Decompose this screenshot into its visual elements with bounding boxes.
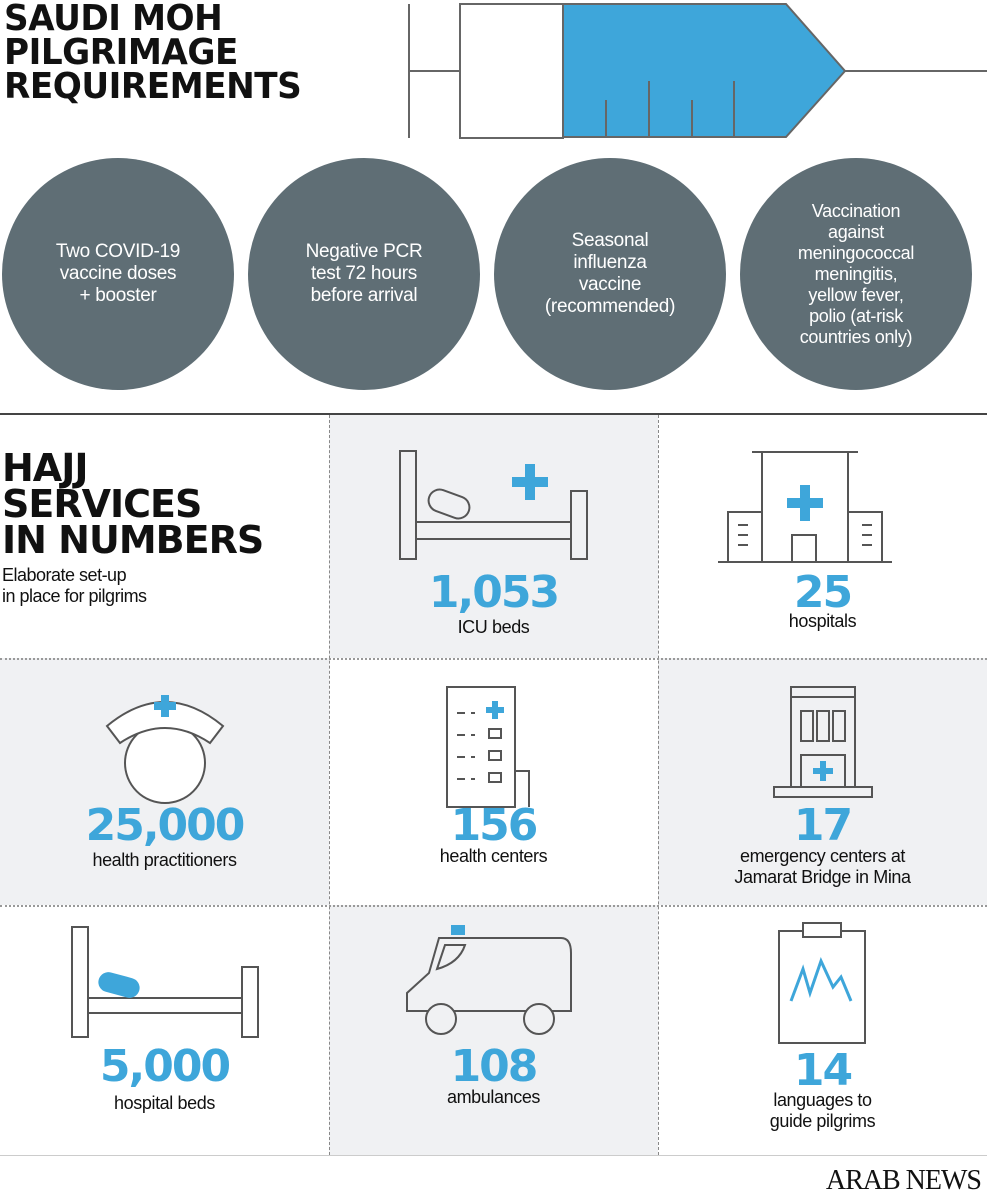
requirement-pcr-test: Negative PCR test 72 hours before arriva… — [248, 158, 480, 390]
requirement-influenza: Seasonal influenza vaccine (recommended) — [494, 158, 726, 390]
nurse-icon — [105, 695, 225, 804]
footer-divider — [0, 1155, 987, 1156]
stat-value: 5,000 — [99, 1041, 231, 1092]
stat-hospitals: 25 hospitals — [658, 415, 987, 658]
stat-value: 1,053 — [428, 567, 560, 618]
stat-emergency-centers: 17 emergency centers at Jamarat Bridge i… — [658, 658, 987, 905]
emergency-center-icon — [773, 686, 873, 798]
stat-value: 14 — [793, 1045, 853, 1096]
stat-health-practitioners: 25,000 health practitioners — [0, 658, 329, 905]
section-title-line: SERVICES — [2, 482, 202, 526]
stat-icu-beds: 1,053 ICU beds — [329, 415, 658, 658]
hospital-bed-icon — [71, 926, 259, 1038]
stat-label: hospitals — [788, 611, 857, 631]
icu-bed-icon — [399, 450, 588, 560]
section-title-line: IN NUMBERS — [2, 518, 264, 562]
stat-value: 108 — [450, 1041, 539, 1092]
stat-ambulances: 108 ambulances — [329, 905, 658, 1155]
title-line: PILGRIMAGE — [4, 32, 238, 73]
stat-label: ambulances — [446, 1087, 541, 1107]
stat-label: hospital beds — [114, 1093, 215, 1113]
stat-value: 25 — [793, 567, 853, 618]
section-title: HAJJ SERVICES IN NUMBERS — [2, 446, 264, 562]
page-title: SAUDI MOH PILGRIMAGE REQUIREMENTS — [4, 0, 317, 107]
ambulance-icon — [406, 925, 572, 1035]
stat-hospital-beds: 5,000 hospital beds — [0, 905, 329, 1155]
stat-label: health practitioners — [92, 850, 237, 870]
title-line: REQUIREMENTS — [4, 66, 302, 107]
stat-label: languages to guide pilgrims — [769, 1090, 876, 1131]
section-title-line: HAJJ — [2, 446, 89, 490]
stat-label: health centers — [439, 846, 548, 866]
section-subtitle: Elaborate set-up in place for pilgrims — [2, 565, 147, 606]
divider — [0, 413, 987, 415]
hospital-icon — [718, 451, 892, 563]
stat-value: 25,000 — [85, 800, 246, 851]
requirement-covid-vaccine: Two COVID-19 vaccine doses + booster — [2, 158, 234, 390]
clipboard-icon — [778, 922, 866, 1044]
stat-value: 17 — [793, 800, 853, 851]
stat-health-centers: 156 health centers — [329, 658, 658, 905]
requirement-other-vaccines: Vaccination against meningococcal mening… — [740, 158, 972, 390]
stat-label: ICU beds — [457, 617, 530, 637]
stat-label: emergency centers at Jamarat Bridge in M… — [734, 846, 911, 887]
syringe-icon — [408, 3, 987, 139]
health-center-icon — [446, 686, 530, 808]
stat-value: 156 — [450, 800, 539, 851]
title-line: SAUDI MOH — [4, 0, 223, 39]
brand-logo: ARAB NEWS — [825, 1165, 982, 1196]
stat-languages: 14 languages to guide pilgrims — [658, 905, 987, 1155]
